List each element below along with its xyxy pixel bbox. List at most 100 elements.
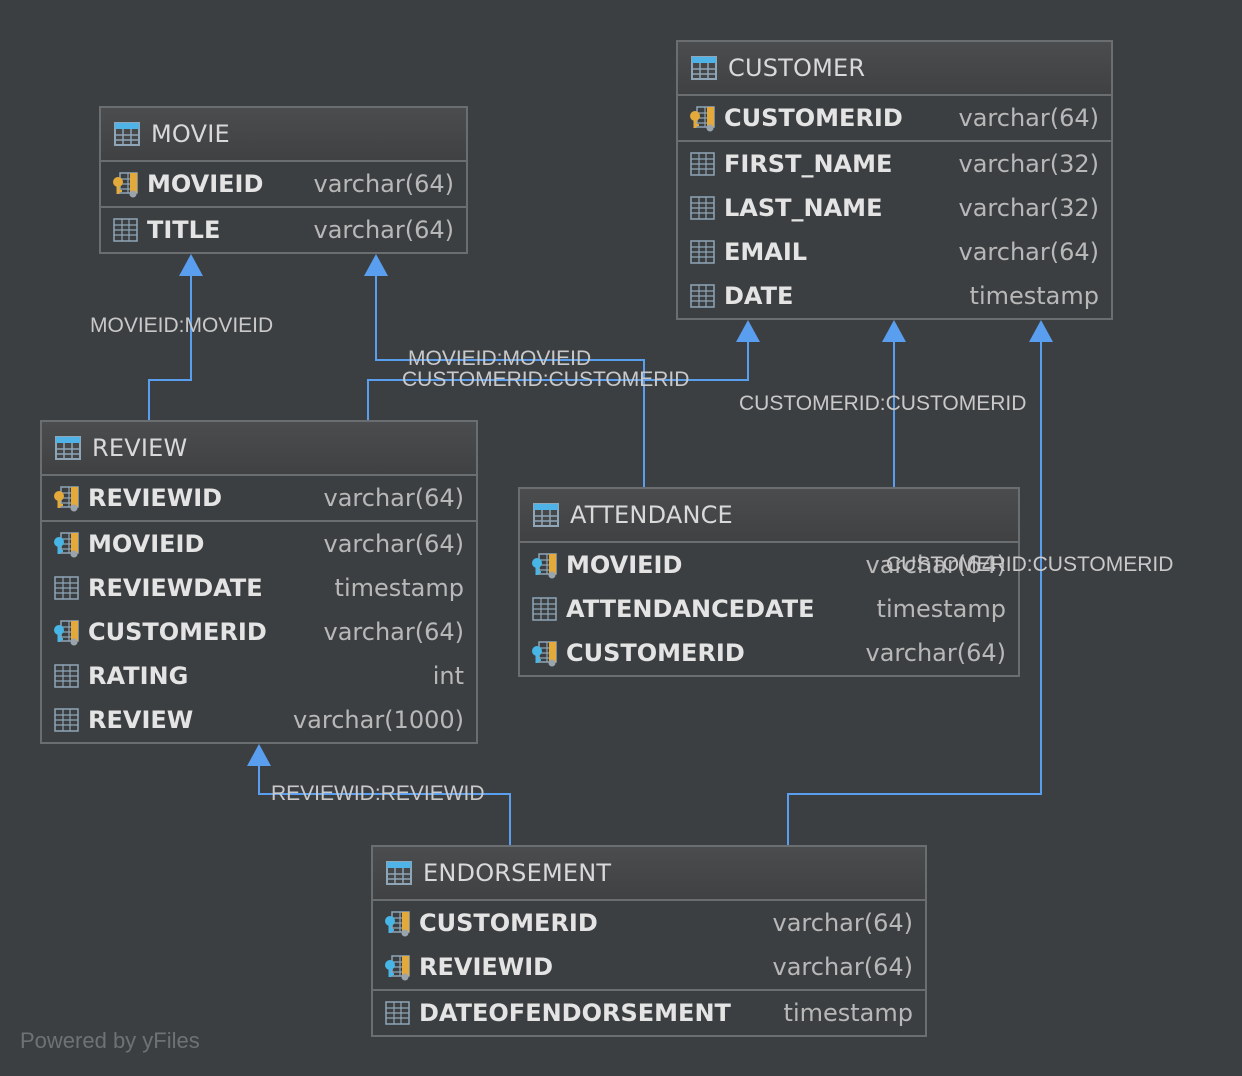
column-icon [54, 664, 79, 688]
column-name: LAST_NAME [724, 194, 883, 222]
column-name: CUSTOMERID [724, 104, 903, 132]
column-type: varchar(64) [772, 909, 914, 937]
foreign-key-icon [385, 911, 410, 937]
column-name: EMAIL [724, 238, 808, 266]
table-title: ENDORSEMENT [423, 859, 612, 887]
column-type: varchar(1000) [292, 706, 464, 734]
column-name: MOVIEID [147, 170, 264, 198]
column-row[interactable]: CUSTOMERID varchar(64) [520, 631, 1018, 675]
column-type: varchar(64) [865, 639, 1007, 667]
column-type: timestamp [969, 282, 1099, 310]
table-title: ATTENDANCE [570, 501, 733, 529]
column-type: varchar(64) [323, 484, 465, 512]
column-type: varchar(64) [323, 530, 465, 558]
column-type: timestamp [876, 595, 1006, 623]
column-name: REVIEWID [419, 953, 554, 981]
table-header: REVIEW [42, 422, 476, 476]
primary-key-icon [690, 106, 715, 132]
column-row[interactable]: REVIEWDATE timestamp [42, 566, 476, 610]
edge-label-attendance-customer: CUSTOMERID:CUSTOMERID [739, 392, 1027, 415]
column-row[interactable]: REVIEWID varchar(64) [42, 476, 476, 520]
edge-attendance-movie[interactable] [375, 274, 645, 488]
section-keys: CUSTOMERID varchar(64) [678, 96, 1111, 142]
edge-label-review-customer: CUSTOMERID:CUSTOMERID [402, 368, 690, 391]
table-icon [533, 503, 559, 527]
section-columns: FIRST_NAME varchar(32) LAST_NAME varchar(32… [678, 142, 1111, 318]
column-icon [532, 597, 557, 621]
column-icon [113, 218, 138, 242]
edge-review-customer[interactable] [367, 340, 749, 420]
column-icon [54, 708, 79, 732]
column-type: int [432, 662, 464, 690]
column-type: varchar(32) [958, 150, 1100, 178]
column-name: REVIEWID [88, 484, 223, 512]
column-name: MOVIEID [566, 551, 683, 579]
foreign-key-icon [532, 553, 557, 579]
edge-label-attendance-movie: MOVIEID:MOVIEID [408, 347, 592, 370]
column-type: varchar(64) [313, 216, 455, 244]
column-name: CUSTOMERID [88, 618, 267, 646]
arrowhead [179, 254, 203, 276]
foreign-key-icon [385, 955, 410, 981]
table-icon [55, 436, 81, 460]
column-name: TITLE [147, 216, 221, 244]
column-name: DATEOFENDORSEMENT [419, 999, 731, 1027]
column-type: varchar(32) [958, 194, 1100, 222]
section-keys: REVIEWID varchar(64) [42, 476, 476, 522]
column-row[interactable]: CUSTOMERID varchar(64) [678, 96, 1111, 140]
edge-endorsement-customer[interactable] [787, 340, 1042, 845]
column-name: MOVIEID [88, 530, 205, 558]
column-type: timestamp [334, 574, 464, 602]
edge-label-endorsement-customer: CUSTOMERID:CUSTOMERID [886, 553, 1174, 576]
foreign-key-icon [532, 641, 557, 667]
column-name: REVIEWDATE [88, 574, 263, 602]
column-icon [385, 1001, 410, 1025]
column-icon [690, 284, 715, 308]
column-type: varchar(64) [865, 551, 1007, 579]
column-row[interactable]: MOVIEID varchar(64) [42, 522, 476, 566]
table-title: REVIEW [92, 434, 188, 462]
edge-endorsement-review[interactable] [258, 764, 511, 845]
column-row[interactable]: CUSTOMERID varchar(64) [42, 610, 476, 654]
edge-review-movie[interactable] [148, 274, 192, 420]
column-row[interactable]: LAST_NAME varchar(32) [678, 186, 1111, 230]
column-type: varchar(64) [323, 618, 465, 646]
column-name: CUSTOMERID [566, 639, 745, 667]
table-attendance[interactable]: ATTENDANCE MOVIEID varchar(64) ATTENDANCED… [518, 487, 1020, 677]
arrowhead [247, 744, 271, 766]
table-title: MOVIE [151, 120, 230, 148]
column-row[interactable]: TITLE varchar(64) [101, 208, 466, 252]
arrowhead [882, 320, 906, 342]
table-customer[interactable]: CUSTOMER CUSTOMERID varchar(64) FIRST_NAM… [676, 40, 1113, 320]
column-icon [690, 152, 715, 176]
table-header: ATTENDANCE [520, 489, 1018, 543]
column-row[interactable]: FIRST_NAME varchar(32) [678, 142, 1111, 186]
column-icon [690, 196, 715, 220]
column-name: FIRST_NAME [724, 150, 893, 178]
table-header: CUSTOMER [678, 42, 1111, 96]
table-review[interactable]: REVIEW REVIEWID varchar(64) MOVIEID varcha… [40, 420, 478, 744]
column-type: varchar(64) [958, 104, 1100, 132]
column-row[interactable]: MOVIEID varchar(64) [520, 543, 1018, 587]
table-icon [114, 122, 140, 146]
primary-key-icon [113, 172, 138, 198]
column-icon [54, 576, 79, 600]
powered-by-footer: Powered by yFiles [20, 1028, 200, 1053]
table-title: CUSTOMER [728, 54, 866, 82]
